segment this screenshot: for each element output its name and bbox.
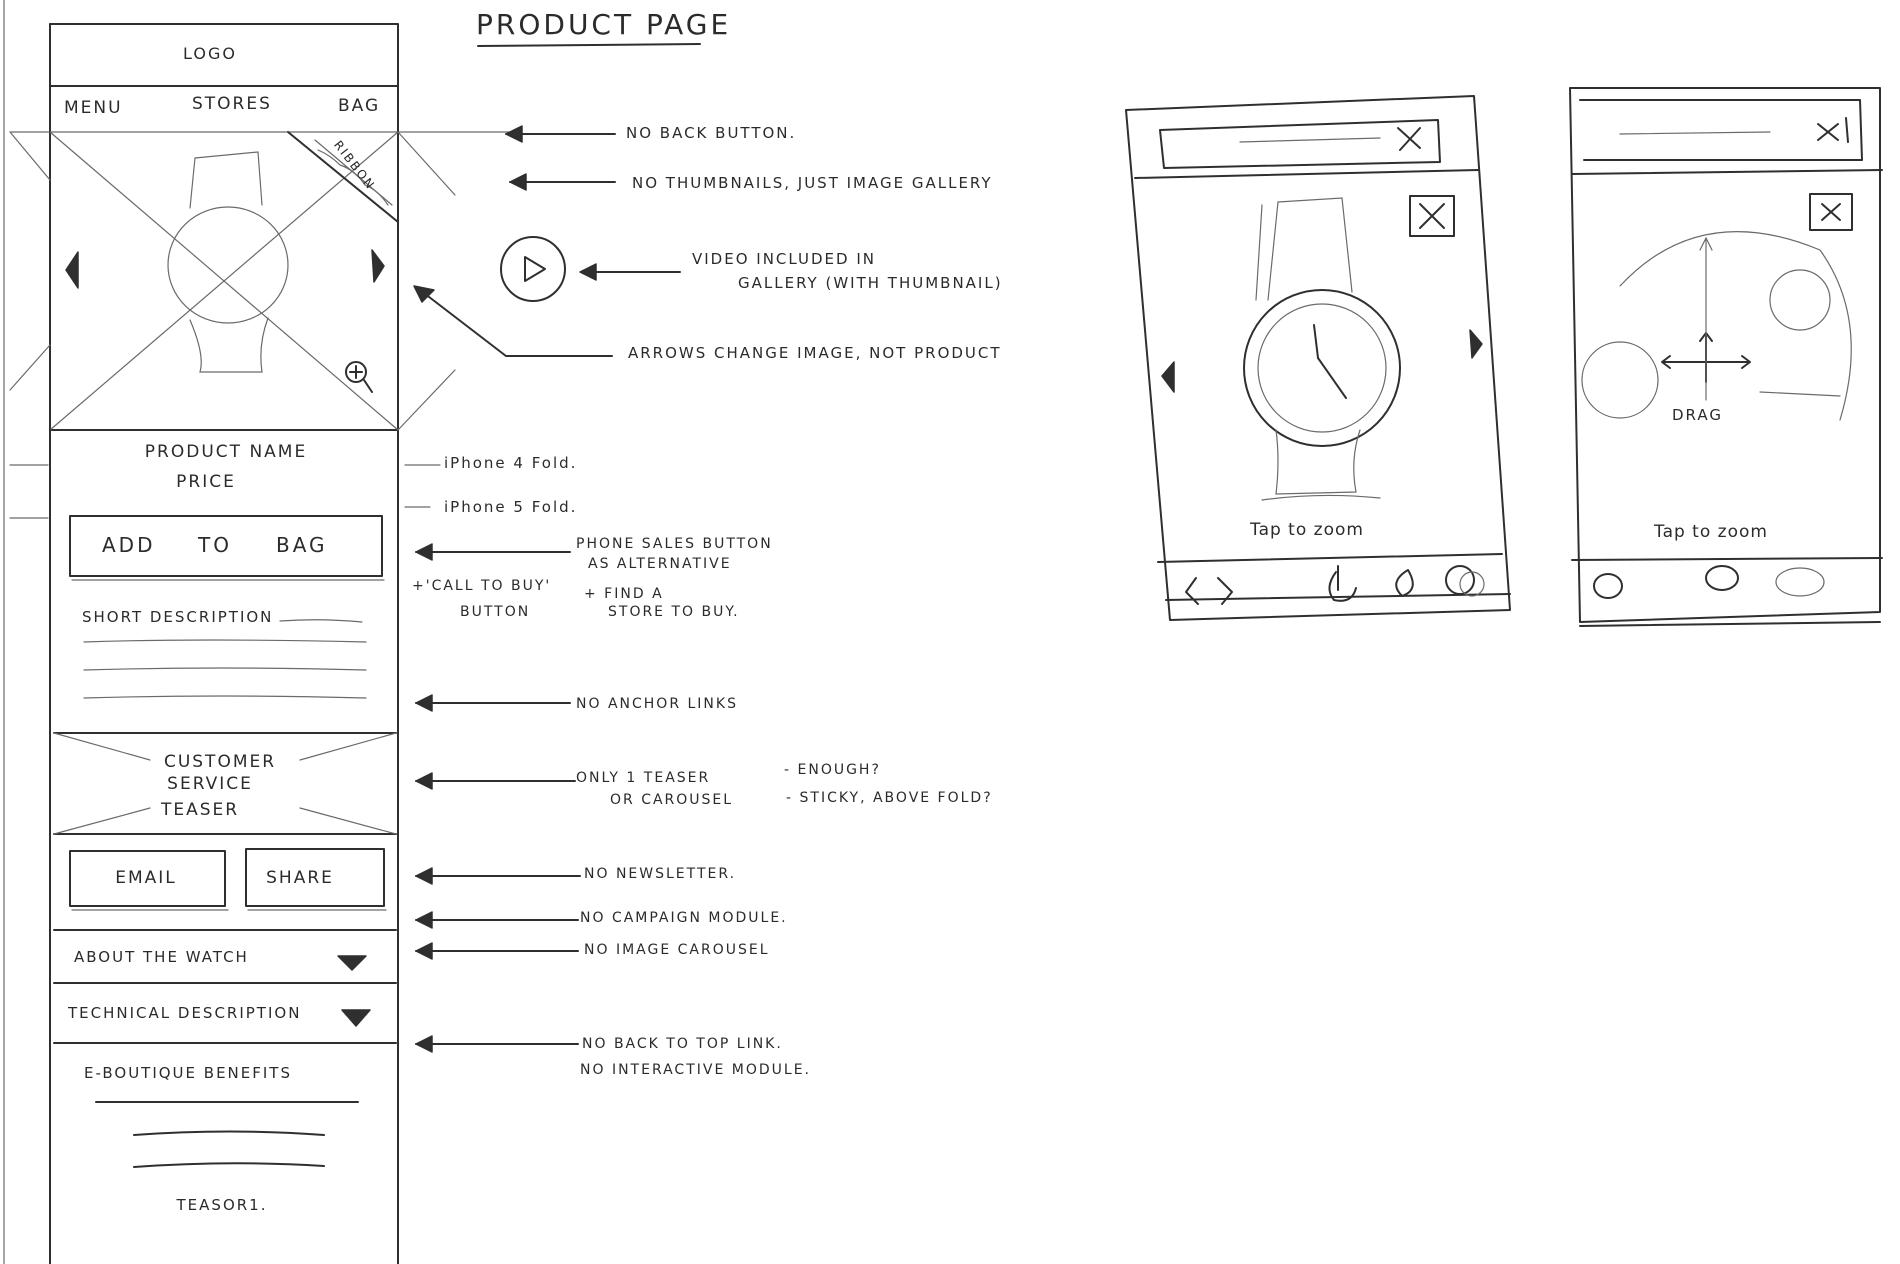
drag-label: Drag: [1672, 406, 1723, 424]
zoom-2-top-close-icon[interactable]: [1817, 117, 1849, 143]
title-underline: [477, 43, 701, 47]
gallery-next-arrow[interactable]: [371, 249, 385, 283]
share-label: Share: [266, 868, 334, 888]
note-call-2: Button: [460, 604, 531, 620]
top-close-icon[interactable]: [1397, 127, 1421, 151]
watch-sketch: [167, 151, 289, 373]
logo: Logo: [183, 44, 237, 63]
zoom-icon[interactable]: [345, 361, 373, 393]
note-no-thumbnails: No Thumbnails, Just Image Gallery: [632, 174, 993, 192]
tap-to-zoom-1: Tap to zoom: [1250, 520, 1364, 540]
teaser1-label: Teasor1.: [176, 1196, 268, 1214]
add-to-bag-word-1: Add: [102, 533, 156, 557]
short-description: Short Description: [82, 608, 274, 626]
note-iphone-4: iPhone 4 Fold.: [444, 454, 578, 472]
video-play-icon[interactable]: [500, 236, 566, 302]
accordion-about[interactable]: About The Watch: [74, 948, 249, 966]
note-carousel: No Image Carousel: [584, 942, 770, 958]
note-anchor: No Anchor Links: [576, 696, 738, 712]
note-sales-2: As Alternative: [588, 556, 732, 572]
page-title: Product Page: [476, 8, 732, 41]
note-find-1: + Find A: [584, 586, 664, 602]
benefits-heading: E-Boutique Benefits: [84, 1064, 292, 1082]
note-interactive: No Interactive Module.: [580, 1062, 811, 1078]
toolbar-icons[interactable]: [1185, 565, 1485, 605]
email-label: Email: [115, 868, 177, 888]
note-call-1: +'Call To Buy': [412, 578, 552, 594]
accordion-technical[interactable]: Technical Description: [68, 1004, 302, 1022]
zoom-prev-arrow[interactable]: [1161, 361, 1175, 393]
bag-link[interactable]: Bag: [338, 96, 381, 116]
about-chevron-icon[interactable]: [337, 955, 367, 971]
menu-link[interactable]: Menu: [64, 98, 123, 118]
note-enough: - Enough?: [784, 762, 881, 778]
teaser-line-3: Teaser: [160, 800, 240, 820]
ribbon-corner: [287, 131, 399, 223]
add-to-bag-word-3: Bag: [276, 533, 328, 557]
teaser-line-2: Service: [167, 774, 253, 794]
note-campaign: No Campaign Module.: [580, 910, 788, 926]
close-icon[interactable]: [1409, 195, 1455, 237]
note-sticky: - Sticky, Above Fold?: [786, 790, 993, 806]
note-video-2: Gallery (With Thumbnail): [738, 274, 1003, 292]
technical-chevron-icon[interactable]: [341, 1009, 371, 1027]
add-to-bag-button[interactable]: Add To Bag: [70, 516, 382, 576]
email-button[interactable]: Email: [70, 851, 225, 906]
image-placeholder: [9, 131, 456, 431]
note-find-2: Store To Buy.: [608, 604, 740, 620]
note-sales-1: Phone Sales Button: [576, 536, 773, 552]
zoom-view-1: [1125, 95, 1511, 621]
product-name: Product Name: [144, 442, 308, 462]
note-teaser-1: Only 1 Teaser: [576, 770, 711, 786]
share-button-outline: [245, 848, 385, 907]
gallery-prev-arrow[interactable]: [65, 251, 79, 289]
tap-to-zoom-2: Tap to zoom: [1654, 522, 1768, 542]
teaser-box: [53, 732, 397, 835]
zoom-view-2: [1569, 87, 1883, 627]
annotation-arrows: [404, 125, 681, 1053]
note-no-back: No Back Button.: [626, 124, 797, 142]
share-button[interactable]: Share: [246, 849, 384, 906]
note-iphone-5: iPhone 5 Fold.: [444, 498, 578, 516]
zoom-2-close-icon[interactable]: [1809, 193, 1853, 231]
note-teaser-2: Or Carousel: [610, 792, 734, 808]
stores-link[interactable]: Stores: [192, 94, 272, 114]
description-scribbles: [83, 619, 367, 699]
note-arrows: Arrows Change Image, Not Product: [628, 344, 1002, 362]
note-back-top: No Back To Top Link.: [582, 1036, 783, 1052]
zoom-next-arrow[interactable]: [1469, 329, 1483, 359]
note-video-1: Video Included In: [692, 250, 876, 268]
add-to-bag-word-2: To: [198, 533, 232, 557]
teaser-line-1: Customer: [163, 752, 277, 772]
add-to-bag-outline: [69, 515, 383, 577]
note-newsletter: No Newsletter.: [584, 866, 737, 882]
email-button-outline: [69, 850, 226, 907]
product-price: Price: [176, 472, 236, 492]
